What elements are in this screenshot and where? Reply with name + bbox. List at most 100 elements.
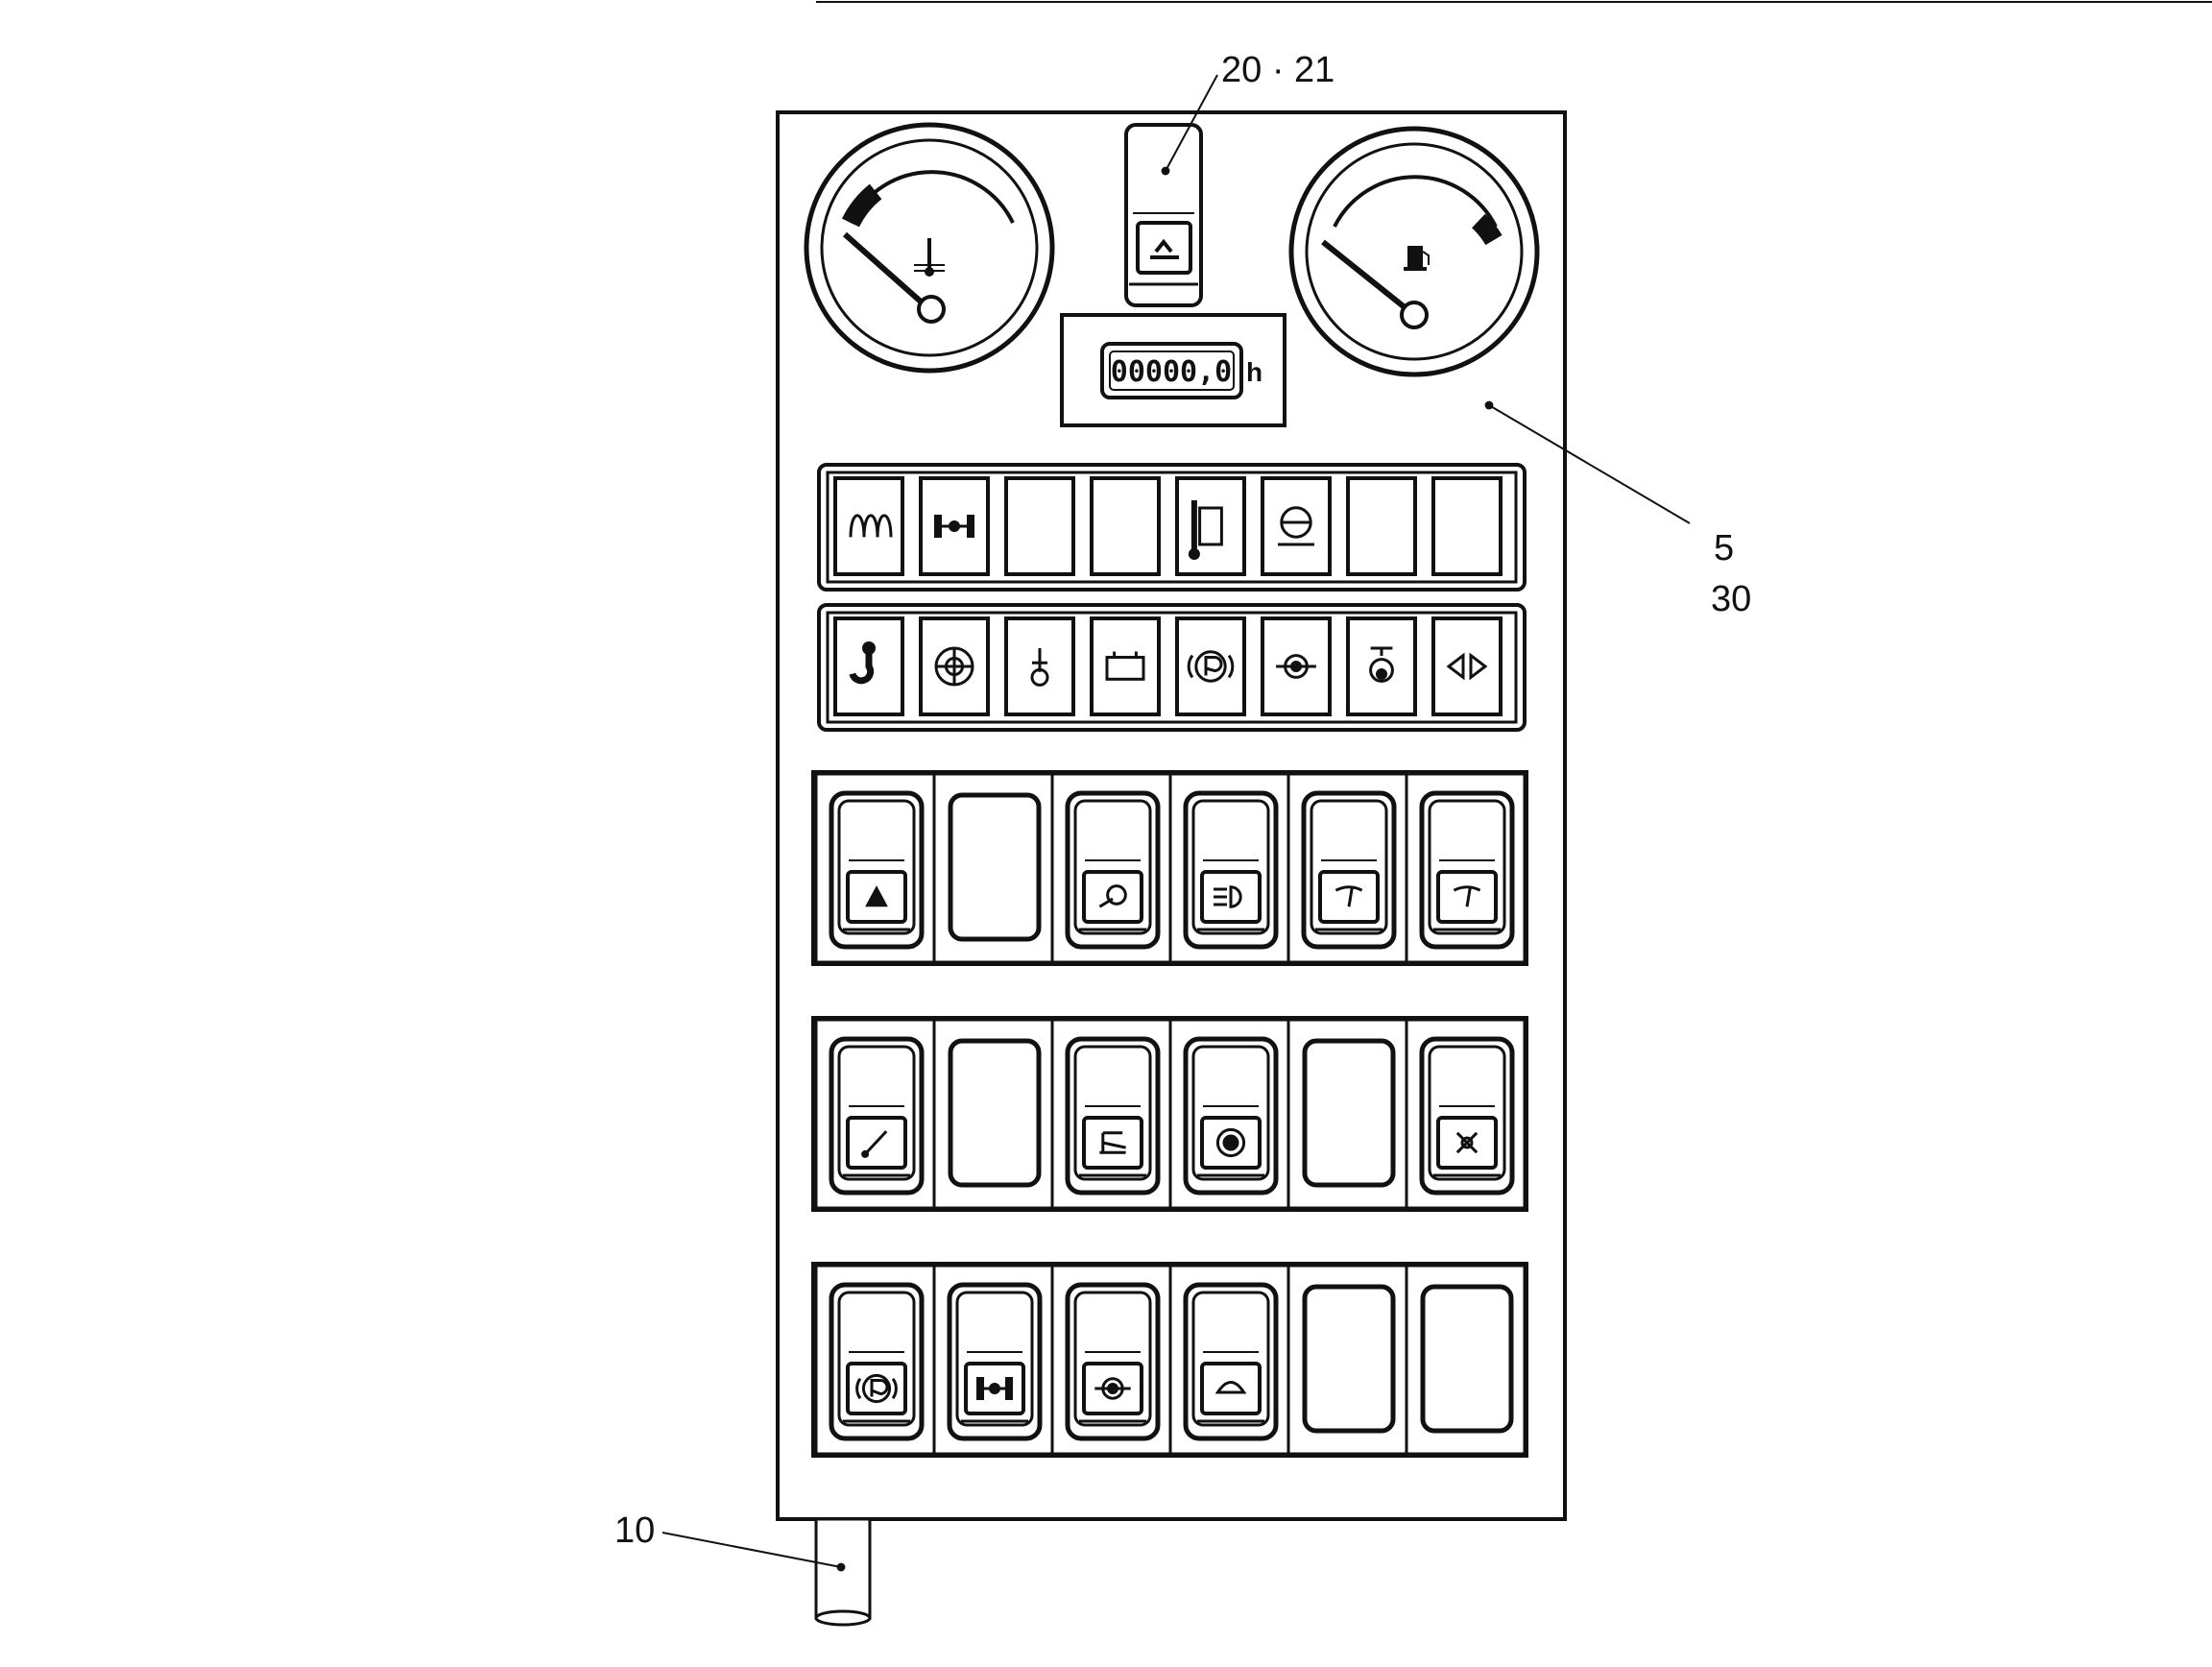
oil-pressure-icon [1276,654,1316,679]
brake-pressure-icon [1278,506,1314,546]
callout-leaders [661,74,1691,1572]
hook-icon [849,641,876,685]
blank-switch-cover [948,792,1042,942]
indicator-lamp [1431,616,1503,716]
blank-switch-cover [1302,1038,1396,1188]
air-filter-icon [934,646,974,687]
rocker-switch[interactable] [1183,1282,1279,1441]
axle-lock-icon [976,1377,1013,1400]
fuel-pump-icon [1404,246,1430,271]
blank-switch-cover [948,1038,1042,1188]
switch-bay [814,1264,936,1456]
switch-bay [932,1018,1054,1210]
rocker-switch[interactable] [1065,1282,1161,1441]
fan-icon [1455,1131,1479,1154]
switch-row [811,1262,1528,1458]
hazard-warning-icon [865,885,888,907]
leader-10 [661,1532,846,1572]
rocker-switch[interactable] [1065,1036,1161,1196]
turn-signal-icon [1446,652,1488,681]
parking-brake-icon [855,1373,898,1404]
callout-30: 30 [1711,579,1751,619]
cable-conduit [814,1517,872,1627]
indicator-lamp [1261,476,1332,576]
indicator-lamp [1346,616,1417,716]
stabilizer-icon [1099,1131,1126,1154]
switch-bay [1050,1264,1172,1456]
steering-icon [1215,1127,1246,1158]
callout-10: 10 [614,1510,655,1551]
hour-meter: 00000,0 h [1060,313,1286,427]
indicator-row [817,603,1527,732]
battery-icon [1105,651,1145,681]
switch-bay [1286,1018,1408,1210]
indicator-lamp [1090,616,1161,716]
boom-icon [861,1130,888,1158]
rear-wiper-icon [1453,885,1481,907]
switch-bay [1405,772,1527,964]
switch-bay [1168,1018,1290,1210]
leader-20-21 [1161,74,1218,176]
indicator-lamp [919,616,990,716]
indicator-lamp [919,476,990,576]
switch-row [811,770,1528,966]
thermometer-icon [914,238,945,277]
transmission-icon [1094,1377,1131,1400]
parking-brake-icon [1187,650,1235,683]
blank-switch-cover [1302,1284,1396,1434]
blank-switch-cover [1420,1284,1514,1434]
rocker-switch[interactable] [1065,790,1161,950]
work-light-icon [1098,884,1127,908]
rocker-switch[interactable] [1301,790,1397,950]
rocker-switch[interactable] [947,1282,1043,1441]
switch-bay [1405,1018,1527,1210]
coolant-temperature-gauge [804,122,1055,374]
seat-icon [1150,238,1179,259]
indicator-lamp [1261,616,1332,716]
rocker-switch[interactable] [1183,1036,1279,1196]
indicator-lamp [1004,616,1075,716]
switch-bay [1286,772,1408,964]
headlight-icon [1214,885,1242,908]
switch-row [811,1016,1528,1212]
indicator-lamp-panel [817,463,1527,732]
switch-bay [1050,772,1172,964]
callout-20-21: 20 · 21 [1221,50,1334,90]
preheat-coil-icon [849,514,893,538]
leader-5-30 [1484,400,1691,524]
indicator-row [817,463,1527,592]
rocker-switch-panel [811,770,1528,1458]
fuel-level-gauge [1288,126,1540,377]
switch-bay [1168,772,1290,964]
switch-bay [814,1018,936,1210]
indicator-lamp [1175,616,1246,716]
rocker-switch[interactable] [829,790,925,950]
rocker-switch[interactable] [1419,1036,1515,1196]
hour-meter-value: 00000,0 [1111,355,1232,389]
switch-bay [1168,1264,1290,1456]
switch-bay [932,1264,1054,1456]
oil-can-icon [1030,648,1049,687]
engine-oil-icon [1369,646,1394,683]
callout-5: 5 [1714,528,1734,568]
switch-bay [932,772,1054,964]
indicator-lamp [1175,476,1246,576]
rocker-switch[interactable] [829,1282,925,1441]
indicator-lamp [833,476,904,576]
rocker-switch[interactable] [829,1036,925,1196]
wiper-icon [1334,885,1363,907]
indicator-lamp-blank [1346,476,1417,576]
horn-icon [1214,1381,1247,1394]
indicator-lamp-blank [1004,476,1075,576]
switch-bay [1050,1018,1172,1210]
hour-meter-unit: h [1246,357,1262,387]
hydraulic-oil-temp-icon [1188,500,1223,560]
rocker-switch[interactable] [1419,790,1515,950]
indicator-lamp-blank [1090,476,1161,576]
indicator-lamp [833,616,904,716]
rocker-switch[interactable] [1183,790,1279,950]
top-rocker-switch[interactable] [1124,123,1203,307]
axle-icon [934,515,974,538]
switch-bay [814,772,936,964]
